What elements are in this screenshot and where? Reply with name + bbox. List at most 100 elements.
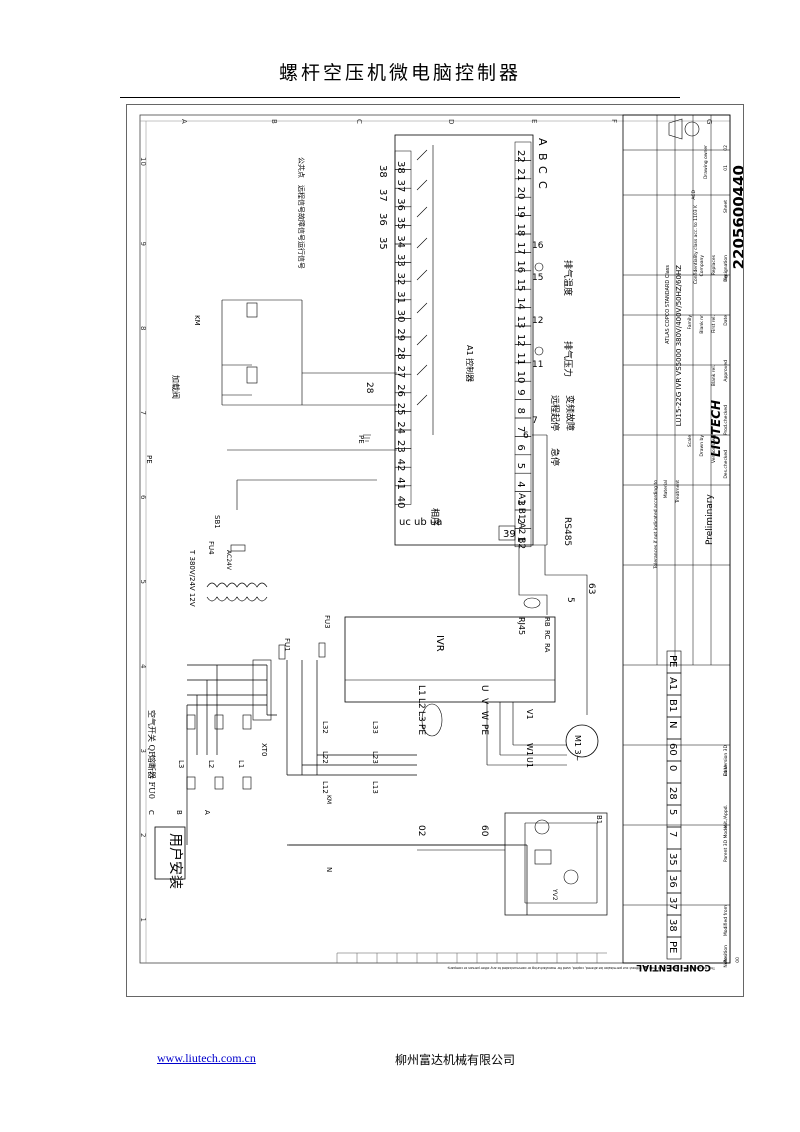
- tb-company: Company: [699, 255, 705, 277]
- footer-url[interactable]: www.liutech.com.cn: [157, 1051, 256, 1065]
- terminal-upper: 11: [515, 352, 526, 365]
- breaker-symbol: [242, 714, 252, 730]
- motor-symbol: [565, 724, 599, 758]
- fu4-label: FU4: [207, 541, 215, 555]
- tb-approved: Approved: [723, 360, 729, 382]
- tb-parent-model: Parent 3D Model: [723, 825, 729, 862]
- fu3-label: FU3: [323, 615, 331, 629]
- tb-drawn-by: Drawn by: [699, 435, 705, 457]
- terminal-lower: 38: [395, 161, 406, 174]
- xt0-terminal-block: [252, 659, 272, 721]
- ivr-bus-label: RB: [543, 617, 551, 627]
- sensor-temp: 排气温度: [562, 260, 574, 296]
- ivr-output-terminal: W: [479, 711, 489, 720]
- title-block-lines: [623, 115, 730, 906]
- strip-terminal: PE: [667, 941, 678, 953]
- terminal-lower: 27: [395, 366, 406, 379]
- remote-number: 37: [377, 189, 388, 202]
- sensor-press-no: 11: [532, 360, 543, 370]
- strip-terminal: B1: [667, 699, 678, 712]
- ivr-input-terminal: L3: [416, 711, 426, 722]
- terminal-lower: 31: [395, 291, 406, 304]
- terminal-upper: 1: [515, 536, 526, 542]
- ly-label: L13: [371, 781, 379, 794]
- grid-number: 7: [139, 411, 147, 415]
- neutral-label: N: [325, 867, 333, 872]
- terminal-lower: 40: [395, 496, 406, 509]
- terminal-upper: 19: [515, 205, 526, 218]
- terminal-lower: 37: [395, 180, 406, 193]
- fan-motor-symbol: [534, 819, 550, 835]
- terminal-upper: 10: [515, 371, 526, 384]
- relay-contacts: [416, 149, 428, 406]
- terminal-upper: 8: [515, 408, 526, 414]
- terminal-upper: 4: [515, 481, 526, 487]
- tb-designation: Designation: [723, 255, 729, 282]
- tb-treatment: Treatment: [675, 480, 681, 504]
- page-title: 螺杆空压机微电脑控制器: [278, 62, 521, 84]
- remote-signal: 故障信号: [297, 213, 306, 241]
- status-label: Preliminary: [705, 494, 715, 545]
- line-label: L2: [207, 760, 215, 768]
- sensor-fault: 变频故障: [564, 395, 576, 431]
- load-valve-label: 加载阀: [171, 375, 181, 399]
- projection-symbol-circle: [684, 121, 700, 137]
- grid-letter: C: [355, 119, 363, 124]
- grid-number: 1: [139, 918, 147, 922]
- rs485-shield: [523, 597, 541, 609]
- strip-cell: [666, 936, 682, 960]
- line-label: L1: [237, 760, 245, 768]
- confidential-label: CONFIDENTIAL: [636, 962, 711, 972]
- terminal-lower: 29: [395, 328, 406, 341]
- terminal-upper: 15: [515, 279, 526, 292]
- terminal-lower: 41: [395, 477, 406, 490]
- tb-note: Note: [723, 957, 729, 968]
- terminal-lower: 26: [395, 384, 406, 397]
- ly-label: L23: [371, 751, 379, 764]
- tb-date2: Date: [723, 765, 729, 776]
- tb-confidentiality: Confidentiality class acc. to 1103 K: [693, 204, 699, 284]
- header-rule: [120, 97, 680, 98]
- terminal-upper: 6: [515, 444, 526, 450]
- ivr-output-wiring: [486, 702, 567, 766]
- terminal-upper: 17: [515, 242, 526, 255]
- sensor-estop-no2: 7: [532, 416, 538, 426]
- sensor-temp-no2: 16: [532, 241, 544, 251]
- grid-number: 2: [139, 833, 147, 837]
- grid-letter: B: [270, 119, 278, 124]
- right-code: A: [536, 138, 549, 146]
- grid-number: 8: [139, 326, 147, 330]
- fuse-fu1: [278, 644, 286, 660]
- ivr-label: IVR: [434, 635, 445, 652]
- strip-terminal: A1: [667, 677, 678, 690]
- km2-label: KM: [325, 795, 332, 804]
- sensor-pressure: 排气压力: [562, 341, 574, 377]
- fuse-fu4: [230, 544, 246, 552]
- transformer-coil-secondary: [206, 596, 268, 602]
- right-code: C: [536, 181, 549, 189]
- motor-wire-label: U1: [525, 757, 534, 768]
- inner-frame: [139, 114, 731, 964]
- wire-63: 63: [586, 583, 596, 594]
- ivr-input-terminal: L1: [416, 685, 426, 696]
- ivr-bus-label: RA: [543, 643, 551, 653]
- ivr-output-terminal: V: [479, 698, 489, 705]
- tb-family: Family: [687, 315, 693, 330]
- terminal-upper: 3: [515, 500, 526, 506]
- sb1-label: SB1: [213, 515, 221, 529]
- terminal-upper: 16: [515, 260, 526, 273]
- rj45-label: RJ45: [517, 617, 526, 635]
- terminal-lower: 25: [395, 403, 406, 416]
- phase-abc: A: [203, 810, 211, 815]
- right-code: B: [536, 153, 549, 161]
- left-control-wiring: [221, 299, 397, 510]
- fan-frame: [504, 812, 608, 916]
- remote-number: 36: [377, 213, 388, 226]
- drawing-number: 2205600440: [730, 165, 743, 269]
- strip-terminal: 28: [667, 787, 678, 800]
- tb-blank-rel: Blank rel.: [711, 365, 717, 386]
- km-coil: [246, 302, 258, 318]
